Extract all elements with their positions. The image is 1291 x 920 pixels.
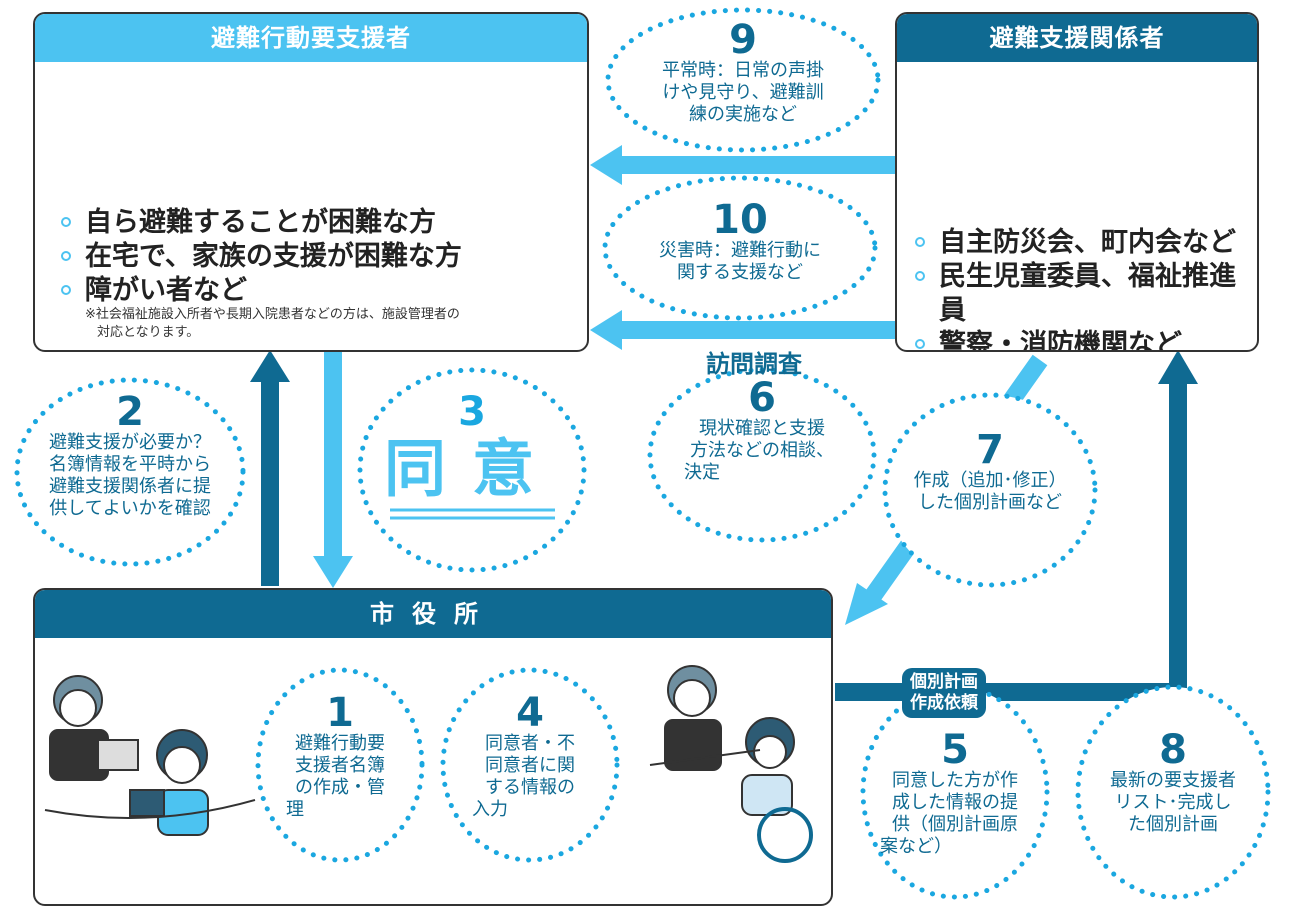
step-6-text: 6 現状確認と支援 方法などの相談、 決定 (672, 378, 852, 484)
step-4-number: 4 (516, 690, 544, 736)
step-6-number: 6 (748, 375, 776, 421)
step-2-line-1: 避難支援が必要か？ (49, 432, 211, 453)
step-2-line-3: 避難支援関係者に提 (49, 476, 211, 497)
step-3-number: 3 (458, 389, 486, 435)
step-10-text: 10 災害時：避難行動に 関する支援など (605, 200, 875, 284)
step-5-number: 5 (941, 727, 969, 773)
circle-step-3 (357, 367, 587, 573)
step-1-line-3: の作成・管 (295, 777, 385, 798)
desk-line (649, 749, 761, 766)
step-3-label: 同意 (383, 432, 560, 505)
step-1-text: 1 避難行動要 支援者名簿 の作成・管 理 (272, 693, 408, 821)
step-2-number: 2 (116, 389, 144, 435)
requester-box-title: 避難行動要支援者 (35, 14, 587, 62)
step-4-text: 4 同意者・不 同意者に関 する情報の 入力 (460, 693, 600, 821)
step-10-line-1: 災害時：避難行動に (659, 240, 821, 261)
city-office-title: 市役所 (35, 590, 831, 638)
city-office-box: 市役所 (33, 588, 833, 906)
arrow-head-consent (313, 556, 353, 588)
arrow-head-plan (845, 583, 888, 625)
plan-request-tag: 個別計画 作成依頼 (902, 668, 986, 718)
step-5-text: 5 同意した方が作 成した情報の提 供（個別計画原 案など） (870, 730, 1040, 858)
step-7-text: 7 作成（追加･修正） した個別計画など (890, 430, 1090, 514)
circle-step-8 (1075, 684, 1271, 900)
circle-step-7 (882, 392, 1098, 588)
resident-tablet-icon (129, 729, 209, 836)
step-4-line-1: 同意者・不 (485, 733, 575, 754)
step-5-line-4: 案など） (880, 836, 952, 857)
requester-bullet-3: 障がい者など (55, 274, 462, 308)
circle-step-1 (255, 667, 425, 863)
arrow-head-normal (590, 145, 622, 185)
step-7-line-2: した個別計画など (918, 492, 1062, 513)
step-8-number: 8 (1159, 727, 1187, 773)
requester-box: 避難行動要支援者 自ら避難することが困難な方 在宅で、家族の支援が困難な方 障が… (33, 12, 589, 352)
plan-request-line-1: 個別計画 (910, 672, 978, 692)
step-10-number: 10 (712, 197, 768, 243)
supporters-box-title: 避難支援関係者 (897, 14, 1257, 62)
circle-step-9 (605, 7, 881, 153)
circle-step-10 (602, 175, 878, 321)
step-1-number: 1 (326, 690, 354, 736)
requester-note-line-1: ※社会福祉施設入所者や長期入院患者などの方は、施設管理者の (85, 307, 460, 322)
supporters-bullet-1: 自主防災会、町内会など (909, 226, 1257, 260)
supporters-box: 避難支援関係者 自主防災会、町内会など 民生児童委員、福祉推進員 警察・消防機関… (895, 12, 1259, 352)
step-2-text: 2 避難支援が必要か？ 名簿情報を平時から 避難支援関係者に提 供してよいかを確… (20, 392, 240, 520)
step-6-heading: 訪問調査 (706, 350, 802, 378)
circle-step-2 (14, 377, 246, 567)
supporters-bullet-3: 警察・消防機関など (909, 328, 1257, 350)
requester-bullet-1: 自ら避難することが困難な方 (55, 206, 462, 240)
step-9-text: 9 平常時：日常の声掛 けや見守り、避難訓 練の実施など (608, 20, 878, 126)
step-2-line-4: 供してよいかを確認 (49, 498, 211, 519)
plan-request-line-2: 作成依頼 (910, 693, 978, 713)
requester-note: ※社会福祉施設入所者や長期入院患者などの方は、施設管理者の 対応となります。 (85, 306, 460, 342)
circle-step-6 (647, 367, 877, 543)
step-circles (14, 7, 1271, 900)
city-people-illustration (44, 665, 813, 863)
step-9-line-1: 平常時：日常の声掛 (662, 60, 824, 81)
requester-bullet-2: 在宅で、家族の支援が困難な方 (55, 240, 462, 274)
step-1-line-4: 理 (286, 799, 304, 820)
step-5-line-3: 供（個別計画原 (892, 814, 1018, 835)
step-7-line-1: 作成（追加･修正） (913, 470, 1067, 491)
step-9-number: 9 (729, 17, 757, 63)
arrow-head-disaster (590, 310, 622, 350)
step-8-line-3: た個別計画 (1128, 814, 1218, 835)
step-4-line-4: 入力 (472, 799, 508, 820)
step-4-line-2: 同意者に関 (485, 755, 575, 776)
step-10-line-2: 関する支援など (677, 262, 803, 283)
step-9-line-3: 練の実施など (689, 104, 797, 125)
counter-line (44, 799, 256, 819)
step-6-line-1: 現状確認と支援 (699, 418, 825, 439)
step-8-line-1: 最新の要支援者 (1110, 770, 1236, 791)
step-6-line-2: 方法などの相談、 (690, 440, 834, 461)
step-5-line-1: 同意した方が作 (892, 770, 1018, 791)
requester-bullet-list: 自ら避難することが困難な方 在宅で、家族の支援が困難な方 障がい者など (55, 206, 462, 308)
step-9-line-2: けや見守り、避難訓 (662, 82, 824, 103)
wheelchair-resident-icon (741, 717, 813, 863)
step-5-line-2: 成した情報の提 (892, 792, 1018, 813)
step-8-text: 8 最新の要支援者 リスト･完成し た個別計画 (1090, 730, 1256, 836)
circle-step-4 (440, 667, 620, 863)
requester-note-line-2: 対応となります。 (97, 325, 200, 340)
step-2-line-2: 名簿情報を平時から (49, 454, 211, 475)
city-staff-laptop-icon (49, 675, 139, 781)
step-4-line-3: する情報の (485, 777, 575, 798)
arrow-head-request (1158, 350, 1198, 384)
step-6-line-3: 決定 (684, 462, 720, 483)
step-7-number: 7 (976, 427, 1004, 473)
arrow-head-confirm (250, 350, 290, 382)
supporters-bullet-2: 民生児童委員、福祉推進員 (909, 260, 1257, 328)
step-3-text: 3 同意 (372, 392, 572, 506)
step-8-line-2: リスト･完成し (1114, 792, 1232, 813)
supporters-bullet-list: 自主防災会、町内会など 民生児童委員、福祉推進員 警察・消防機関など (909, 226, 1257, 350)
step-1-line-2: 支援者名簿 (295, 755, 385, 776)
step-1-line-1: 避難行動要 (295, 733, 385, 754)
